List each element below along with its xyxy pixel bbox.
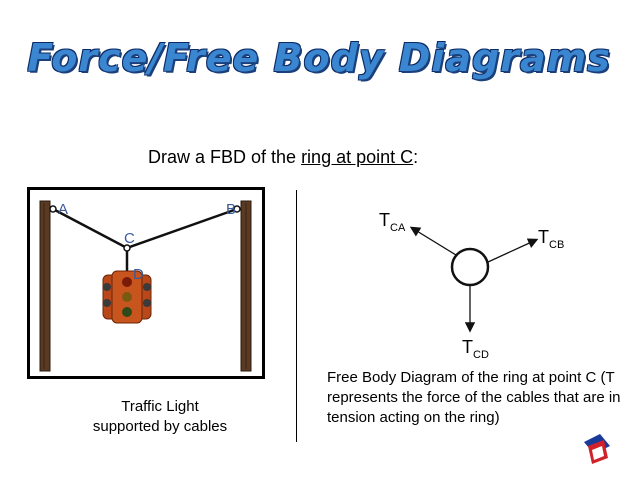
label-a: A	[58, 201, 68, 218]
scene-caption-line1: Traffic Light	[121, 398, 199, 415]
anchor-b-icon	[233, 205, 241, 213]
instruction-text: Draw a FBD of the ring at point C:	[148, 147, 418, 168]
cable-ca	[52, 207, 128, 250]
label-d: D	[133, 266, 144, 283]
free-body-diagram: TCA TCB TCD	[379, 210, 564, 361]
label-c: C	[124, 230, 135, 247]
arrow-t-ca	[409, 226, 457, 256]
divider-line	[296, 190, 297, 442]
instruction-underlined: ring at point C	[301, 147, 414, 167]
logo-icon	[584, 434, 610, 464]
label-t-cb: TCB	[538, 227, 564, 251]
traffic-light-icon	[102, 270, 152, 324]
label-t-cd: TCD	[462, 337, 489, 361]
scene-caption: Traffic Light supported by cables	[60, 397, 260, 437]
traffic-light-scene: A B C D	[39, 200, 252, 372]
ring-c-icon	[123, 244, 131, 252]
label-t-ca: TCA	[379, 210, 406, 234]
cable-cb	[126, 207, 238, 250]
slide-title: Force/Free Body Diagrams	[27, 36, 611, 80]
fbd-caption: Free Body Diagram of the ring at point C…	[327, 369, 621, 426]
left-pole	[39, 200, 51, 372]
instruction-suffix: :	[413, 147, 419, 167]
label-b: B	[226, 201, 236, 218]
instruction-prefix: Draw a FBD of the	[148, 147, 302, 167]
arrow-t-cb	[487, 238, 539, 263]
ring-icon	[450, 247, 490, 287]
anchor-a-icon	[49, 205, 57, 213]
scene-caption-line2: supported by cables	[92, 418, 228, 435]
